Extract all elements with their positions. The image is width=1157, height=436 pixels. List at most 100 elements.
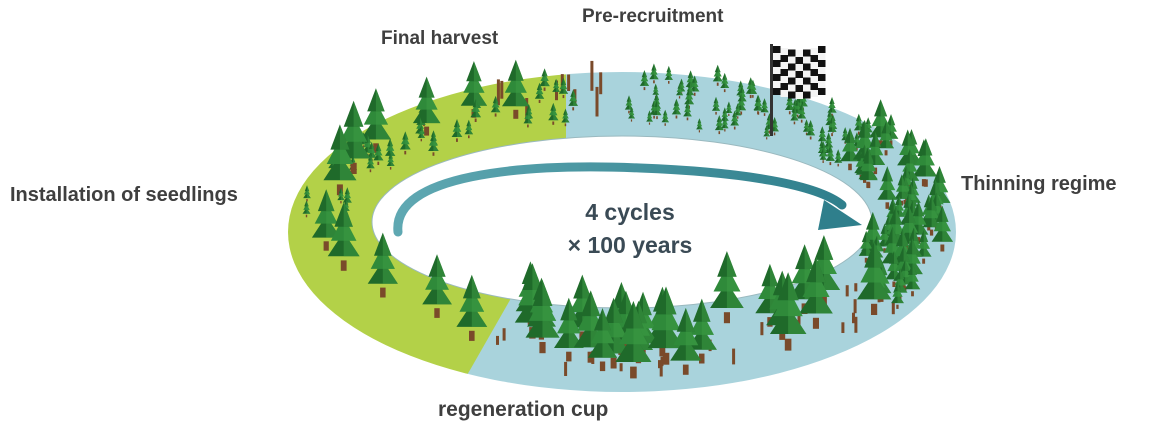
conifer-tree-icon <box>806 120 816 140</box>
tree-stump-icon <box>854 283 858 292</box>
conifer-tree-icon <box>853 113 864 135</box>
conifer-tree-icon <box>561 108 570 127</box>
conifer-tree-icon <box>799 256 833 329</box>
conifer-tree-icon <box>367 232 398 298</box>
conifer-tree-icon <box>464 119 474 139</box>
conifer-tree-icon <box>712 64 723 86</box>
conifer-tree-icon <box>558 77 569 99</box>
tree-stump-icon <box>590 60 594 91</box>
conifer-tree-icon <box>587 308 618 372</box>
conifer-tree-icon <box>554 297 584 362</box>
conifer-tree-icon <box>647 286 685 365</box>
conifer-tree-icon <box>412 76 441 136</box>
conifer-tree-icon <box>834 149 843 167</box>
tree-stump-icon <box>659 360 663 377</box>
conifer-tree-icon <box>819 147 827 163</box>
conifer-tree-icon <box>568 89 578 111</box>
conifer-tree-icon <box>858 230 874 263</box>
label-thinning-regime: Thinning regime <box>961 173 1117 195</box>
cycle-text: 4 cycles × 100 years <box>520 196 740 262</box>
tree-stump-icon <box>658 360 661 369</box>
conifer-tree-icon <box>676 83 684 99</box>
conifer-tree-icon <box>456 274 488 341</box>
conifer-tree-icon <box>652 83 659 98</box>
tree-stump-icon <box>732 348 736 365</box>
conifer-tree-icon <box>534 82 545 103</box>
conifer-tree-icon <box>714 115 724 135</box>
tree-stump-icon <box>502 328 506 341</box>
label-installation-of-seedlings: Installation of seedlings <box>10 184 238 206</box>
conifer-tree-icon <box>710 251 744 324</box>
conifer-tree-icon <box>878 121 894 156</box>
conifer-tree-icon <box>797 103 807 123</box>
tree-stump-icon <box>564 361 568 376</box>
conifer-tree-icon <box>646 110 653 125</box>
conifer-tree-icon <box>696 118 703 133</box>
tree-stump-icon <box>852 312 855 324</box>
conifer-tree-icon <box>502 59 530 119</box>
conifer-tree-icon <box>652 100 662 120</box>
tree-stump-icon <box>595 86 599 117</box>
conifer-tree-icon <box>725 101 733 116</box>
conifer-tree-icon <box>639 70 650 91</box>
cycle-count: 4 cycles <box>585 199 675 225</box>
conifer-tree-icon <box>360 88 392 154</box>
conifer-tree-icon <box>670 307 702 375</box>
conifer-tree-icon <box>857 241 892 315</box>
conifer-tree-icon <box>877 166 898 209</box>
conifer-tree-icon <box>303 185 311 202</box>
conifer-tree-icon <box>628 106 635 122</box>
conifer-tree-icon <box>548 102 559 125</box>
cycle-duration: × 100 years <box>567 232 693 258</box>
conifer-tree-icon <box>859 150 878 189</box>
conifer-tree-icon <box>904 263 921 297</box>
tree-stump-icon <box>853 299 857 314</box>
label-pre-recruitment: Pre-recruitment <box>582 6 724 27</box>
tree-stump-icon <box>841 322 845 333</box>
conifer-tree-icon <box>790 106 799 125</box>
conifer-tree-icon <box>683 101 692 121</box>
conifer-tree-icon <box>661 109 669 126</box>
conifer-tree-icon <box>525 280 560 354</box>
conifer-tree-icon <box>386 152 395 170</box>
conifer-tree-icon <box>721 115 729 132</box>
conifer-trees <box>302 59 953 379</box>
conifer-tree-icon <box>552 78 560 96</box>
conifer-tree-icon <box>825 145 835 166</box>
conifer-tree-icon <box>460 61 488 118</box>
conifer-tree-icon <box>422 254 452 318</box>
conifer-tree-icon <box>615 301 652 379</box>
conifer-tree-icon <box>342 187 352 207</box>
conifer-tree-icon <box>428 133 439 156</box>
conifer-tree-icon <box>451 119 463 142</box>
conifer-tree-icon <box>373 143 384 165</box>
conifer-tree-icon <box>490 95 501 117</box>
label-final-harvest: Final harvest <box>381 28 499 49</box>
conifer-tree-icon <box>323 124 357 196</box>
conifer-tree-icon <box>327 202 360 271</box>
conifer-tree-icon <box>311 189 341 251</box>
tree-stump-icon <box>567 74 571 91</box>
conifer-tree-icon <box>745 77 756 99</box>
conifer-tree-icon <box>417 125 425 142</box>
conifer-tree-icon <box>891 281 904 309</box>
tree-stump-icon <box>496 335 499 345</box>
conifer-tree-icon <box>711 96 721 115</box>
conifer-tree-icon <box>686 298 717 364</box>
conifer-tree-icon <box>366 154 375 173</box>
conifer-tree-icon <box>894 174 910 206</box>
conifer-tree-icon <box>399 131 411 155</box>
tree-stump-icon <box>500 80 504 99</box>
conifer-tree-icon <box>539 68 550 91</box>
tree-stump-icon <box>845 285 849 297</box>
conifer-tree-icon <box>624 95 634 114</box>
conifer-tree-icon <box>827 116 837 137</box>
tree-stump-icon <box>854 316 858 333</box>
cycle-arrow-icon <box>393 162 862 237</box>
conifer-tree-icon <box>931 205 953 252</box>
tree-stump-icon <box>760 322 764 336</box>
conifer-tree-icon <box>736 93 747 115</box>
conifer-tree-icon <box>922 196 941 236</box>
conifer-tree-icon <box>470 99 481 122</box>
conifer-tree-icon <box>337 187 345 204</box>
